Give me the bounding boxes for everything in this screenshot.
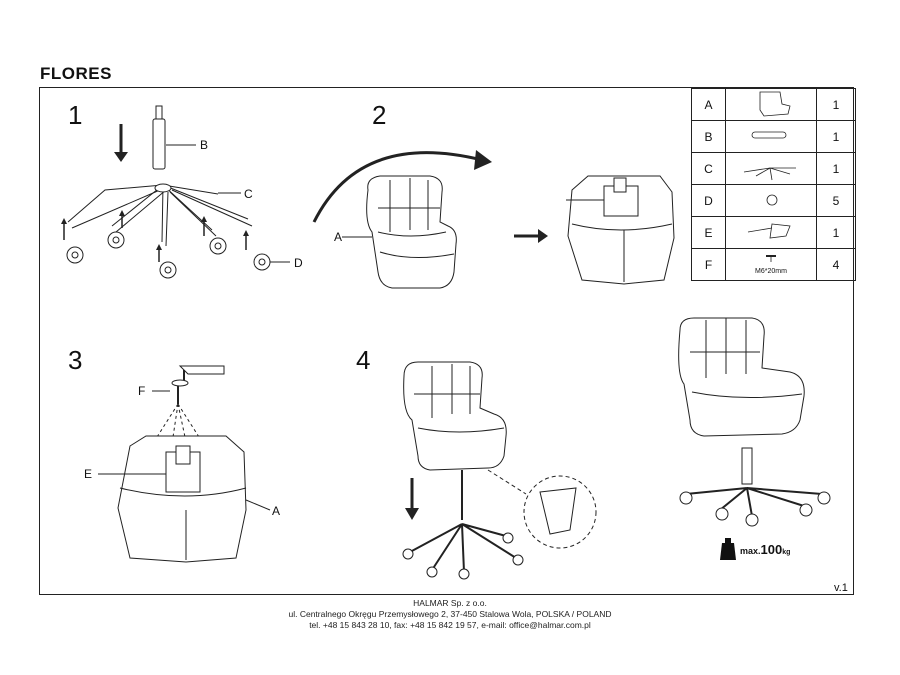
version-label: v.1 [834, 582, 848, 594]
part-letter: A [691, 88, 726, 121]
step3-illustration [98, 365, 271, 563]
footer-address: ul. Centralnego Okręgu Przemysłowego 2, … [288, 609, 612, 619]
part-letter: C [691, 152, 726, 185]
step4-illustration [402, 361, 597, 580]
parts-row: F M6*20mm 4 [691, 248, 856, 281]
part-quantity: 1 [816, 216, 856, 249]
label-f: F [138, 384, 146, 398]
label-e: E [84, 467, 93, 481]
caster-icon [725, 184, 817, 217]
document-title: FLORES [40, 64, 112, 83]
max-load-prefix: max. [740, 546, 761, 556]
part-letter: B [691, 120, 726, 153]
step-number-2: 2 [372, 100, 387, 130]
chair-seat-icon [725, 88, 817, 121]
part-letter: E [691, 216, 726, 249]
label-c: C [244, 187, 253, 201]
label-a-step3: A [272, 504, 281, 518]
part-letter: F [691, 248, 726, 281]
step-number-1: 1 [68, 100, 83, 130]
part-quantity: 1 [816, 120, 856, 153]
label-b: B [200, 138, 209, 152]
footer-company: HALMAR Sp. z o.o. [413, 598, 487, 608]
step-number-3: 3 [68, 345, 83, 375]
step-number-4: 4 [356, 345, 371, 375]
part-quantity: 5 [816, 184, 856, 217]
max-load-unit: kg [782, 549, 791, 556]
label-d: D [294, 256, 303, 270]
assembled-chair-illustration [678, 317, 831, 560]
mechanism-icon [725, 216, 817, 249]
part-letter: D [691, 184, 726, 217]
part-size: M6*20mm [755, 268, 787, 275]
label-a-step2: A [334, 230, 343, 244]
part-quantity: 1 [816, 152, 856, 185]
step2-illustration [312, 150, 675, 289]
footer-contact: tel. +48 15 843 28 10, fax: +48 15 842 1… [309, 620, 591, 630]
part-quantity: 4 [816, 248, 856, 281]
part-quantity: 1 [816, 88, 856, 121]
max-load-label: max.100kg [740, 542, 790, 557]
gas-lift-icon [725, 120, 817, 153]
instruction-frame [39, 87, 854, 595]
step1-illustration [61, 105, 290, 279]
star-base-icon [725, 152, 817, 185]
max-load-value: 100 [760, 542, 783, 557]
screw-icon: M6*20mm [725, 248, 817, 281]
